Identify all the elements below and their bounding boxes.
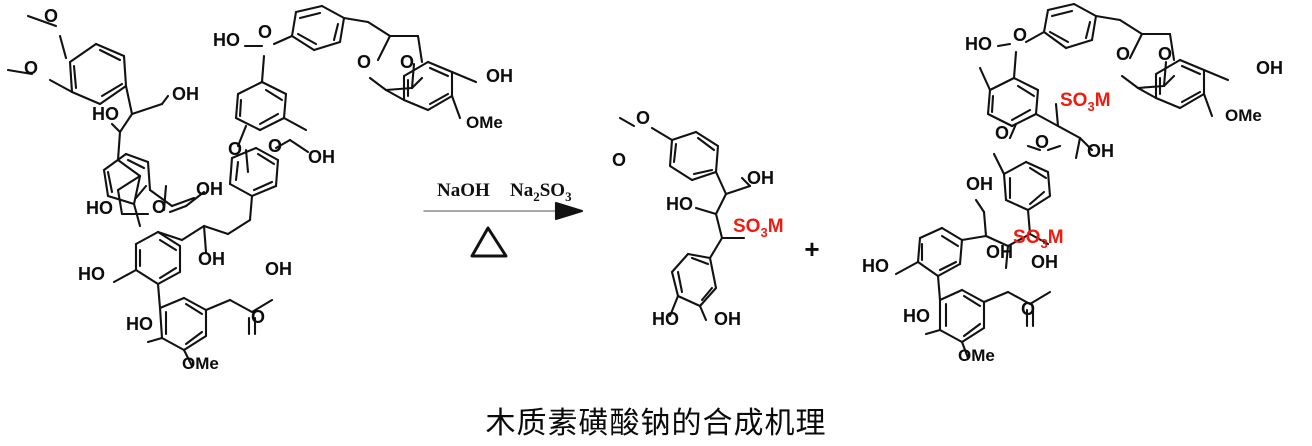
atom-label-oh: OH [986, 242, 1013, 262]
atom-label-ho: HO [213, 30, 240, 50]
product-two-structure [894, 2, 1230, 360]
atom-label-ho: HO [92, 104, 119, 124]
atom-label-o: O [44, 6, 58, 26]
reactant-unit-dimethoxyphenyl [6, 14, 170, 178]
atom-label-o: O [636, 108, 650, 128]
atom-label-o: O [152, 197, 166, 217]
atom-label-o: O [400, 52, 414, 72]
reactant-unit-biphenyl-upper-ring [112, 230, 182, 310]
atom-label-oh: OH [714, 309, 741, 329]
atom-label-oh: OH [265, 259, 292, 279]
atom-label-oh: OH [198, 249, 225, 269]
reactant-unit-guaiacyl-right [402, 60, 478, 120]
atom-label-oh: OH [308, 147, 335, 167]
atom-label-o: O [251, 307, 265, 327]
reactant-chain-central [156, 224, 230, 254]
atom-label-o: O [24, 58, 38, 78]
atom-label-oh: OH [747, 168, 774, 188]
atom-label-oh: OH [966, 174, 993, 194]
atom-label-o: O [1158, 44, 1172, 64]
atom-label-ho: HO [862, 256, 889, 276]
plus-sign: + [804, 234, 819, 264]
reactant-unit-diaryl-ether [234, 4, 370, 132]
atom-label-o: O [268, 136, 282, 156]
atom-label-oh: OH [196, 179, 223, 199]
atom-label-ho: HO [652, 309, 679, 329]
atom-label-oh: OH [172, 84, 199, 104]
atom-label-o: O [258, 22, 272, 42]
atom-label-ho: HO [903, 306, 930, 326]
atom-label-ome: OMe [958, 346, 995, 365]
atom-label-o: O [1116, 44, 1130, 64]
atom-label-oh: OH [1031, 252, 1058, 272]
reagent-naoh-label: NaOH [437, 180, 490, 201]
sulfonate-group-label: SO3M [1060, 90, 1111, 114]
reactant-unit-biphenyl-lower-ring [146, 296, 274, 368]
figure-caption: 木质素磺酸钠的合成机理 [485, 406, 827, 441]
reactant-unit-guaiacyl-lower-left [102, 152, 196, 228]
reactant-unit-resinol [366, 20, 424, 102]
sulfonated-fragment-A-labels: O O OH HO HO OH SO3M [612, 108, 784, 329]
reactant-unit-lower-ring-ocH2oh [116, 174, 206, 216]
reactant-unit-methoxymethyl-ring [226, 124, 310, 236]
reagent-na2so3-label: Na2SO3 [510, 180, 572, 204]
product-one-structure [618, 116, 752, 322]
atom-label-o: O [612, 150, 626, 170]
atom-label-oh: OH [1256, 58, 1283, 78]
atom-label-ho: HO [666, 194, 693, 214]
atom-label-ome: OMe [1225, 106, 1262, 125]
atom-label-ome: OMe [466, 113, 503, 132]
atom-label-o: O [995, 123, 1009, 143]
atom-label-o: O [1021, 299, 1035, 319]
atom-label-oh: OH [1087, 141, 1114, 161]
atom-label-o: O [1013, 25, 1027, 45]
atom-label-o: O [357, 52, 371, 72]
atom-label-ome: OMe [182, 354, 219, 373]
atom-label-ho: HO [126, 314, 153, 334]
atom-label-ho: HO [965, 34, 992, 54]
atom-label-ho: HO [78, 264, 105, 284]
atom-label-ho: HO [86, 198, 113, 218]
sulfonate-group-label: SO3M [733, 216, 784, 240]
svg-text:Na2SO3: Na2SO3 [510, 180, 572, 204]
atom-label-oh: OH [486, 66, 513, 86]
atom-label-o: O [1035, 132, 1049, 152]
sulfonate-group-label: SO3M [1013, 227, 1064, 251]
atom-label-o: O [228, 139, 242, 159]
reaction-arrow [423, 201, 584, 258]
